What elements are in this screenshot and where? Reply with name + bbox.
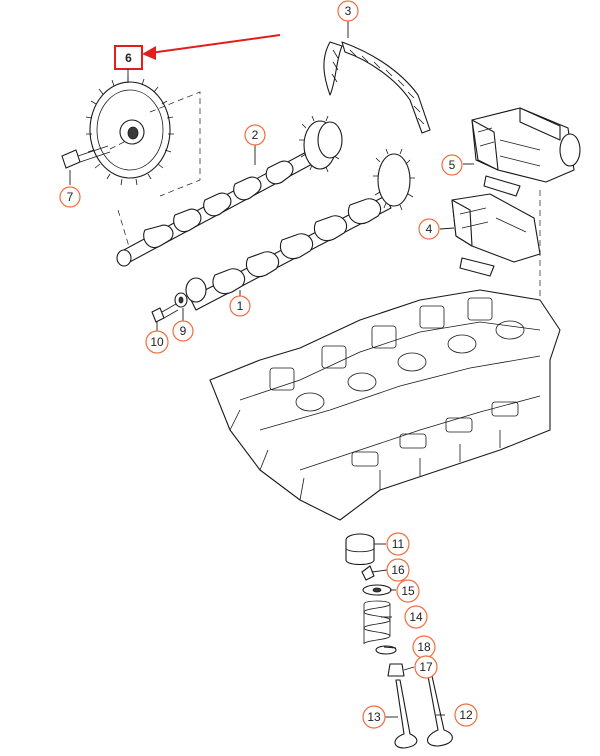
svg-text:12: 12 bbox=[459, 708, 473, 722]
valve-spring bbox=[363, 600, 391, 645]
valve-stem-seal bbox=[387, 663, 405, 677]
svg-text:13: 13 bbox=[367, 710, 381, 724]
svg-text:1: 1 bbox=[237, 299, 244, 313]
svg-text:17: 17 bbox=[419, 660, 433, 674]
sprocket-bolt bbox=[61, 139, 129, 169]
camshaft-upper bbox=[116, 115, 343, 267]
highlight-marker: 6 bbox=[114, 34, 281, 82]
svg-text:4: 4 bbox=[426, 222, 433, 236]
callout-15: 15 bbox=[396, 579, 420, 603]
callout-7: 7 bbox=[59, 186, 81, 208]
valve-keepers bbox=[361, 565, 375, 581]
callout-2: 2 bbox=[244, 124, 266, 146]
svg-text:2: 2 bbox=[252, 128, 259, 142]
svg-text:7: 7 bbox=[67, 190, 74, 204]
camshaft-sprocket bbox=[85, 77, 201, 251]
callout-17: 17 bbox=[414, 655, 438, 679]
svg-text:3: 3 bbox=[345, 4, 352, 18]
exhaust-valve bbox=[426, 675, 453, 747]
intake-valve bbox=[394, 679, 418, 749]
callout-10: 10 bbox=[145, 330, 169, 354]
svg-text:9: 9 bbox=[180, 324, 187, 338]
svg-text:18: 18 bbox=[417, 640, 431, 654]
timing-chain bbox=[323, 41, 431, 134]
camshaft-lower bbox=[185, 148, 415, 311]
hydraulic-lifter bbox=[345, 533, 375, 566]
svg-text:5: 5 bbox=[449, 158, 456, 172]
callout-1: 1 bbox=[229, 295, 251, 317]
callout-14: 14 bbox=[404, 605, 428, 629]
callout-4: 4 bbox=[418, 218, 440, 240]
svg-text:11: 11 bbox=[392, 537, 405, 551]
highlight-label: 6 bbox=[125, 51, 132, 65]
callout-16: 16 bbox=[386, 558, 410, 582]
svg-text:10: 10 bbox=[150, 335, 164, 349]
callout-12: 12 bbox=[454, 703, 478, 727]
callout-11: 11 bbox=[386, 532, 410, 556]
svg-text:16: 16 bbox=[391, 563, 405, 577]
svg-text:14: 14 bbox=[409, 610, 423, 624]
callout-5: 5 bbox=[441, 154, 463, 176]
chain-tensioner bbox=[471, 107, 581, 197]
callout-18: 18 bbox=[412, 635, 436, 659]
callout-13: 13 bbox=[362, 705, 386, 729]
bolt-and-washer bbox=[151, 292, 188, 323]
callout-3: 3 bbox=[337, 0, 359, 22]
spring-retainer bbox=[362, 584, 392, 596]
cylinder-head bbox=[209, 289, 561, 521]
callout-9: 9 bbox=[172, 320, 194, 342]
svg-text:15: 15 bbox=[401, 584, 415, 598]
chain-guide-bridge bbox=[451, 190, 541, 320]
